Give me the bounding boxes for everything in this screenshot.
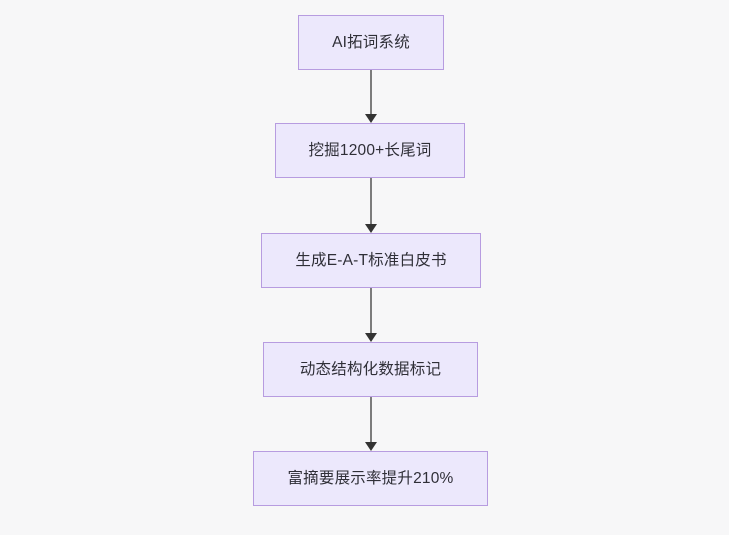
arrow-down-icon <box>365 114 377 123</box>
flow-node-n4[interactable]: 动态结构化数据标记 <box>263 342 478 397</box>
edge-n3-n4 <box>364 288 378 342</box>
arrow-down-icon <box>365 442 377 451</box>
flow-node-label: 富摘要展示率提升210% <box>287 469 454 487</box>
flow-node-n2[interactable]: 挖掘1200+长尾词 <box>275 123 465 178</box>
flow-node-label: 生成E-A-T标准白皮书 <box>295 251 447 269</box>
flow-node-label: 动态结构化数据标记 <box>299 360 442 378</box>
edge-line <box>370 70 372 114</box>
flow-node-n5[interactable]: 富摘要展示率提升210% <box>253 451 488 506</box>
flow-node-label: 挖掘1200+长尾词 <box>308 141 432 159</box>
arrow-down-icon <box>365 333 377 342</box>
flow-node-label: AI拓词系统 <box>332 33 410 51</box>
arrow-down-icon <box>365 224 377 233</box>
flow-node-n1[interactable]: AI拓词系统 <box>298 15 444 70</box>
edge-line <box>370 178 372 224</box>
edge-line <box>370 397 372 442</box>
edge-line <box>370 288 372 333</box>
edge-n1-n2 <box>364 70 378 123</box>
flow-node-n3[interactable]: 生成E-A-T标准白皮书 <box>261 233 481 288</box>
edge-n2-n3 <box>364 178 378 233</box>
edge-n4-n5 <box>364 397 378 451</box>
